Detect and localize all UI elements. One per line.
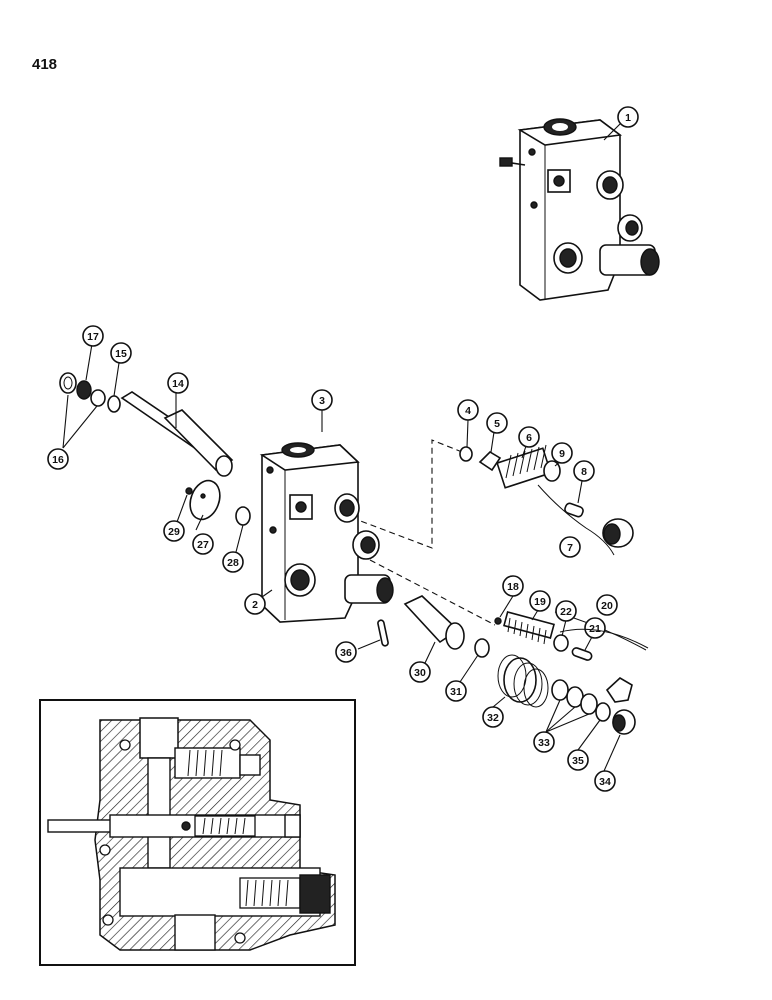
- svg-text:8: 8: [581, 466, 587, 478]
- callout-33: 33: [533, 731, 555, 753]
- svg-text:1: 1: [625, 112, 631, 124]
- callout-5: 5: [486, 412, 508, 434]
- callout-27: 27: [192, 533, 214, 555]
- callout-34: 34: [594, 770, 616, 792]
- callout-22: 22: [555, 600, 577, 622]
- callout-15: 15: [110, 342, 132, 364]
- svg-text:9: 9: [559, 448, 565, 460]
- callout-28: 28: [222, 551, 244, 573]
- page-number: 418: [32, 56, 58, 73]
- callout-20: 20: [596, 594, 618, 616]
- callout-14: 14: [167, 372, 189, 394]
- svg-text:15: 15: [115, 348, 127, 360]
- callout-7: 7: [559, 536, 581, 558]
- svg-text:18: 18: [507, 581, 519, 593]
- plate-drawing: [185, 479, 251, 526]
- svg-text:14: 14: [172, 378, 184, 390]
- svg-text:6: 6: [526, 432, 532, 444]
- leader-lines: [62, 123, 621, 772]
- callout-18: 18: [502, 575, 524, 597]
- callout-9: 9: [551, 442, 573, 464]
- spool-drawing: [59, 372, 234, 477]
- svg-text:29: 29: [168, 526, 180, 538]
- svg-text:22: 22: [560, 606, 572, 618]
- callout-16: 16: [47, 448, 69, 470]
- svg-text:4: 4: [465, 405, 471, 417]
- callout-35: 35: [567, 749, 589, 771]
- svg-text:36: 36: [340, 647, 352, 659]
- relief-valve-parts-drawing: [459, 444, 634, 556]
- callout-8: 8: [573, 460, 595, 482]
- svg-text:2: 2: [252, 599, 258, 611]
- svg-text:3: 3: [319, 395, 325, 407]
- svg-text:21: 21: [589, 623, 601, 635]
- valve-housing-assembly-drawing: [499, 118, 660, 301]
- svg-text:19: 19: [534, 596, 546, 608]
- svg-text:35: 35: [572, 755, 584, 767]
- svg-text:33: 33: [538, 737, 550, 749]
- callout-6: 6: [518, 426, 540, 448]
- callout-21: 21: [584, 617, 606, 639]
- svg-text:27: 27: [197, 539, 209, 551]
- callout-29: 29: [163, 520, 185, 542]
- svg-text:30: 30: [414, 667, 426, 679]
- callout-2: 2: [244, 593, 266, 615]
- svg-text:5: 5: [494, 418, 500, 430]
- svg-text:32: 32: [487, 712, 499, 724]
- sectional-view-inset: [39, 699, 356, 966]
- svg-text:7: 7: [567, 542, 573, 554]
- callout-3: 3: [311, 389, 333, 411]
- kit-20-bracket: [559, 628, 649, 649]
- callout-1: 1: [617, 106, 639, 128]
- svg-text:31: 31: [450, 686, 462, 698]
- callout-4: 4: [457, 399, 479, 421]
- callout-19: 19: [529, 590, 551, 612]
- svg-text:20: 20: [601, 600, 613, 612]
- callout-32: 32: [482, 706, 504, 728]
- callout-17: 17: [82, 325, 104, 347]
- valve-housing-drawing: [259, 442, 394, 623]
- callout-36: 36: [335, 641, 357, 663]
- svg-text:17: 17: [87, 331, 99, 343]
- callout-30: 30: [409, 661, 431, 683]
- svg-text:34: 34: [599, 776, 611, 788]
- svg-text:16: 16: [52, 454, 64, 466]
- svg-text:28: 28: [227, 557, 239, 569]
- check-valve-parts-drawing: [377, 595, 647, 735]
- callout-31: 31: [445, 680, 467, 702]
